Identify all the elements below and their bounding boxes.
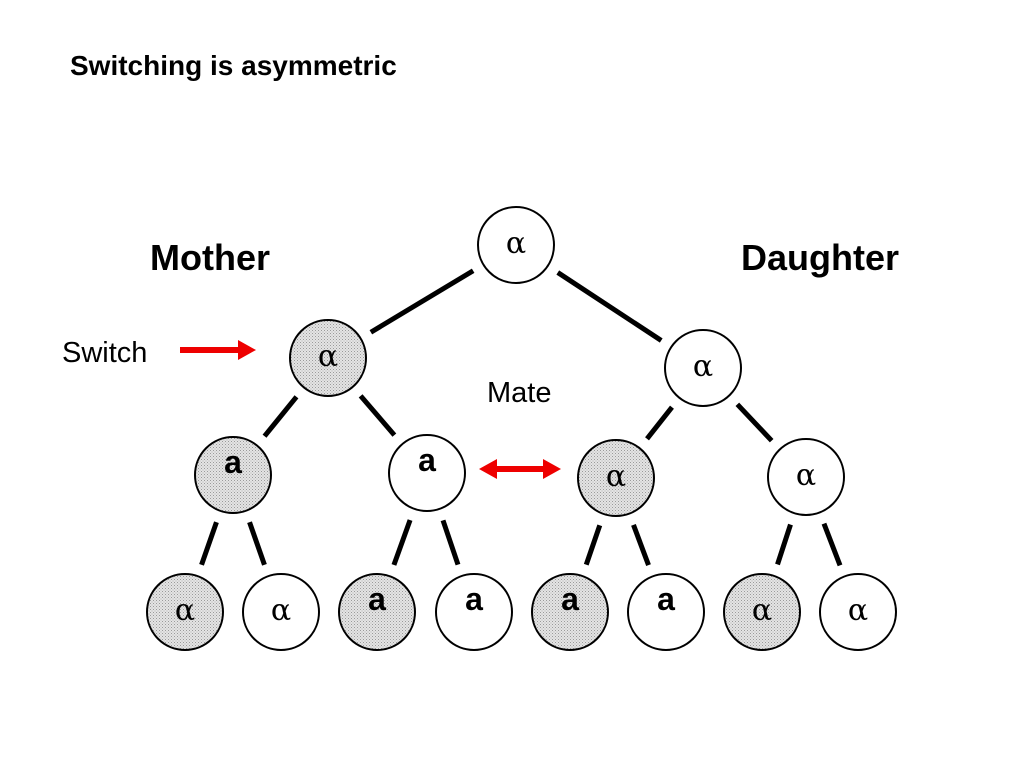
cell-circle [664, 329, 742, 407]
cell-circle [577, 439, 655, 517]
cell-circle [146, 573, 224, 651]
edge-dm-l6 [631, 523, 651, 567]
mating-type-label: α [796, 458, 816, 493]
cell-node-dm: α [577, 439, 655, 517]
edge-root-mother [369, 268, 475, 335]
edge-md-l4 [440, 519, 461, 566]
mating-type-label: α [693, 349, 713, 384]
mating-type-label: a [224, 444, 242, 480]
edge-daughter-dm [645, 405, 674, 441]
mate-double-arrow [479, 459, 561, 479]
mother-label: Mother [150, 237, 270, 278]
cell-circle [723, 573, 801, 651]
cell-node-md: a [388, 434, 466, 512]
mating-type-label: a [368, 581, 386, 617]
cell-circle [435, 573, 513, 651]
edge-mm-l1 [199, 521, 219, 566]
cell-node-root: α [477, 206, 555, 284]
edge-mother-md [358, 394, 397, 437]
cell-circle [627, 573, 705, 651]
tree-nodes: α α α a a α α α α a a a a α α [146, 206, 897, 651]
mating-type-label: a [465, 581, 483, 617]
cell-circle [242, 573, 320, 651]
mating-type-label: α [506, 226, 526, 261]
cell-node-l3: a [338, 573, 416, 651]
switch-arrow [180, 340, 256, 360]
cell-circle [767, 438, 845, 516]
cell-node-l6: a [627, 573, 705, 651]
edge-md-l3 [391, 519, 413, 566]
mating-type-label: α [271, 593, 291, 628]
mating-type-label: α [752, 593, 772, 628]
cell-circle [388, 434, 466, 512]
mating-type-label: α [606, 459, 626, 494]
mating-type-label: a [418, 442, 436, 478]
mating-type-label: a [657, 581, 675, 617]
cell-circle [194, 436, 272, 514]
edge-dm-l5 [583, 524, 603, 566]
cell-node-l8: α [819, 573, 897, 651]
mating-type-label: α [848, 593, 868, 628]
edge-dd-l8 [821, 522, 843, 567]
cell-node-dd: α [767, 438, 845, 516]
cell-node-l7: α [723, 573, 801, 651]
cell-circle [531, 573, 609, 651]
cell-node-mm: a [194, 436, 272, 514]
edge-mother-mm [262, 395, 299, 438]
daughter-label: Daughter [741, 237, 899, 278]
cell-node-l1: α [146, 573, 224, 651]
cell-circle [477, 206, 555, 284]
cell-node-l5: a [531, 573, 609, 651]
page-title: Switching is asymmetric [70, 50, 397, 81]
cell-node-mother: α [289, 319, 367, 397]
edge-dd-l7 [775, 523, 793, 566]
switch-label: Switch [62, 337, 147, 369]
cell-circle [819, 573, 897, 651]
cell-circle [338, 573, 416, 651]
mating-type-label: α [318, 339, 338, 374]
edge-daughter-dd [735, 402, 774, 443]
tree-edges [199, 268, 843, 567]
cell-node-l4: a [435, 573, 513, 651]
cell-circle [289, 319, 367, 397]
edge-root-daughter [556, 270, 663, 343]
mating-type-label: α [175, 593, 195, 628]
cell-node-daughter: α [664, 329, 742, 407]
mate-label: Mate [487, 377, 551, 409]
mating-type-label: a [561, 581, 579, 617]
edge-mm-l2 [247, 521, 267, 566]
cell-node-l2: α [242, 573, 320, 651]
